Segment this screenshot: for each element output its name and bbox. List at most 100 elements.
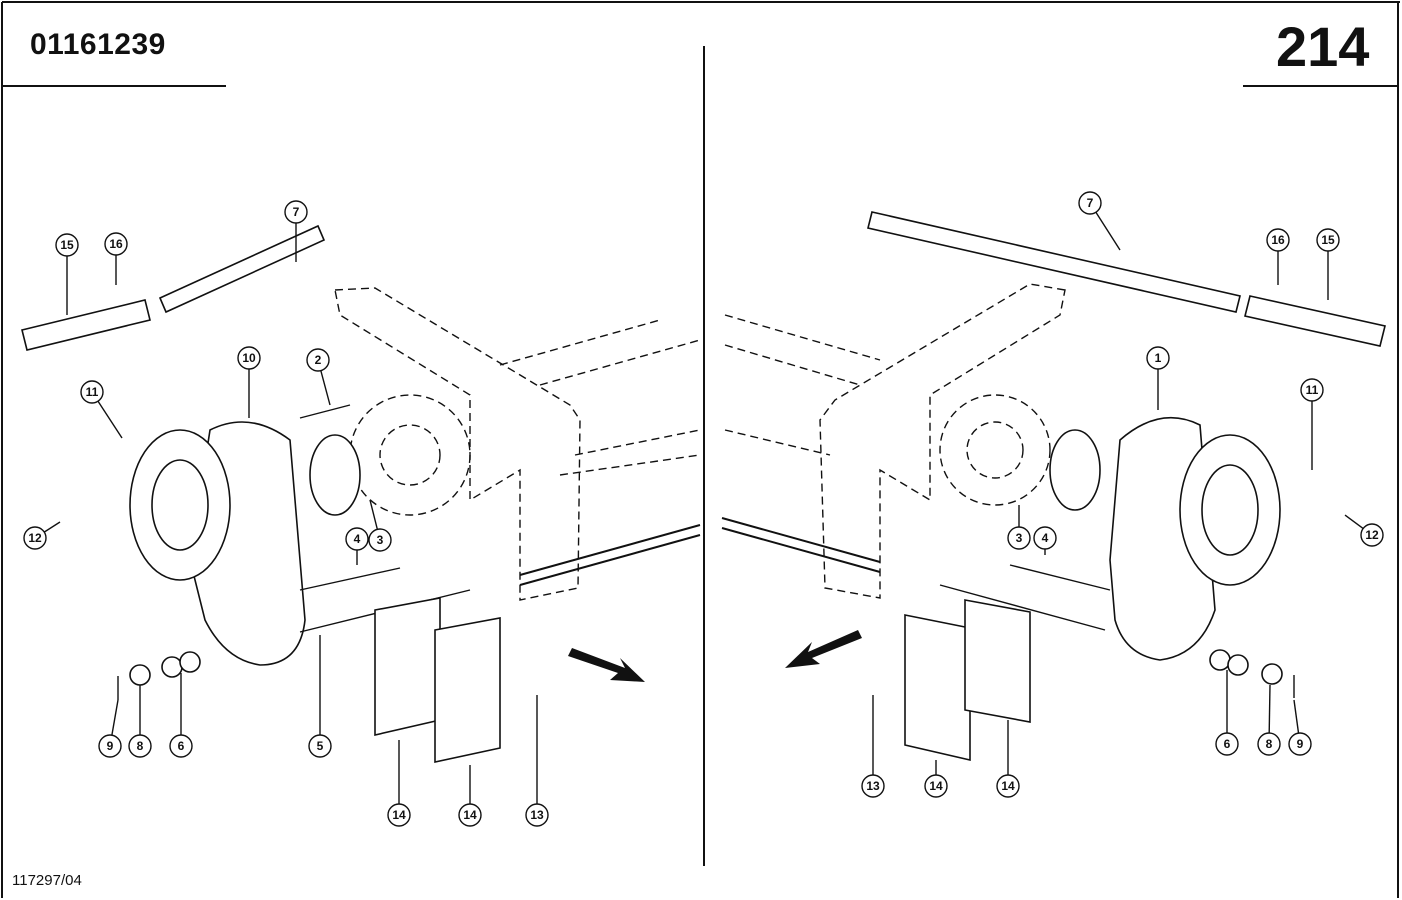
callout-number: 1 xyxy=(1155,351,1162,365)
callout-number: 8 xyxy=(137,739,144,753)
callout-number: 3 xyxy=(1016,531,1023,545)
right-callout-13: 13 xyxy=(861,695,885,798)
callout-bubble xyxy=(387,803,411,827)
callout-number: 16 xyxy=(1271,233,1285,247)
callout-bubble xyxy=(1266,228,1290,252)
right-callout-4: 4 xyxy=(1033,526,1057,555)
left-callout-12: 12 xyxy=(23,521,61,550)
callout-bubble xyxy=(237,346,261,370)
left-bushing-6a xyxy=(161,656,183,678)
callout-bubble xyxy=(368,528,392,552)
callout-number: 15 xyxy=(1321,233,1335,247)
callout-bubble xyxy=(1257,732,1281,756)
callout-number: 11 xyxy=(86,385,99,399)
right-axle-edge xyxy=(721,517,881,563)
right-nut-8 xyxy=(1261,663,1283,685)
right-direction-arrow xyxy=(785,630,862,668)
callout-number: 6 xyxy=(1224,737,1231,751)
callout-bubble xyxy=(458,803,482,827)
left-bushing-6b xyxy=(179,651,201,673)
left-callout-3: 3 xyxy=(368,499,392,552)
left-frame-dashed xyxy=(334,287,701,601)
left-axle-edge xyxy=(519,524,701,576)
left-axle-edge-2 xyxy=(519,534,701,586)
callout-bubble xyxy=(861,774,885,798)
left-nut-8 xyxy=(129,664,151,686)
right-axle-edge-2 xyxy=(721,527,881,573)
callout-bubble xyxy=(1215,732,1239,756)
callout-bubble xyxy=(1078,191,1102,215)
right-bushing-6b xyxy=(1227,654,1249,676)
part-number: 01161239 xyxy=(30,28,166,61)
left-callout-15: 15 xyxy=(55,233,79,315)
left-callout-14: 14 xyxy=(458,765,482,827)
left-callout-2: 2 xyxy=(306,348,331,406)
callout-number: 16 xyxy=(109,237,123,251)
callout-number: 14 xyxy=(463,808,477,822)
right-frame-dashed xyxy=(724,283,1066,599)
callout-number: 2 xyxy=(315,353,322,367)
callout-number: 7 xyxy=(1087,196,1094,210)
callout-number: 12 xyxy=(28,531,42,545)
callout-number: 4 xyxy=(1042,531,1049,545)
callout-bubble xyxy=(308,734,332,758)
callout-number: 9 xyxy=(1297,737,1304,751)
right-callout-1: 1 xyxy=(1146,346,1170,410)
callout-bubble xyxy=(284,200,308,224)
right-callout-9: 9 xyxy=(1288,699,1312,756)
callout-number: 5 xyxy=(317,739,324,753)
left-callout-6: 6 xyxy=(169,673,193,758)
left-drive-shaft xyxy=(21,224,326,351)
right-callout-6: 6 xyxy=(1215,670,1239,756)
left-callout-5: 5 xyxy=(308,635,332,758)
left-callout-7: 7 xyxy=(284,200,308,262)
page-number: 214 xyxy=(1276,15,1370,78)
callout-number: 14 xyxy=(392,808,406,822)
callout-number: 4 xyxy=(354,532,361,546)
right-callout-7: 7 xyxy=(1078,191,1121,251)
left-view xyxy=(21,224,701,763)
callout-bubble xyxy=(1033,526,1057,550)
callout-bubble xyxy=(1146,346,1170,370)
right-drive-shaft xyxy=(867,211,1386,347)
callout-number: 15 xyxy=(60,238,74,252)
right-callout-11: 11 xyxy=(1300,378,1324,470)
callout-number: 14 xyxy=(1001,779,1015,793)
left-brackets xyxy=(374,597,501,763)
callout-bubble xyxy=(1288,732,1312,756)
right-bushing-6a xyxy=(1209,649,1231,671)
left-callout-13: 13 xyxy=(525,695,549,827)
left-callout-4: 4 xyxy=(345,527,369,565)
left-hub-housing xyxy=(129,421,361,666)
right-brackets xyxy=(904,599,1031,762)
callout-number: 12 xyxy=(1365,528,1379,542)
callout-bubble xyxy=(1300,378,1324,402)
callout-number: 9 xyxy=(107,739,114,753)
right-callout-14: 14 xyxy=(924,760,948,798)
right-callout-15: 15 xyxy=(1316,228,1340,300)
callout-bubble xyxy=(104,232,128,256)
callout-bubble xyxy=(128,734,152,758)
callout-bubble xyxy=(98,734,122,758)
callout-bubble xyxy=(1316,228,1340,252)
callout-bubble xyxy=(1007,526,1031,550)
callout-number: 13 xyxy=(530,808,544,822)
callout-bubble xyxy=(924,774,948,798)
callout-number: 10 xyxy=(242,351,256,365)
left-direction-arrow xyxy=(568,648,645,682)
callout-number: 14 xyxy=(929,779,943,793)
left-callout-9: 9 xyxy=(98,699,122,758)
callout-bubble xyxy=(23,526,47,550)
left-callout-16: 16 xyxy=(104,232,128,285)
callout-bubble xyxy=(169,734,193,758)
drawing-reference: 117297/04 xyxy=(12,872,82,889)
right-callout-12: 12 xyxy=(1344,514,1384,547)
callout-number: 8 xyxy=(1266,737,1273,751)
right-rod-4 xyxy=(1009,564,1111,591)
callout-number: 7 xyxy=(293,205,300,219)
callout-bubble xyxy=(525,803,549,827)
callout-bubble xyxy=(306,348,330,372)
callout-bubble xyxy=(996,774,1020,798)
